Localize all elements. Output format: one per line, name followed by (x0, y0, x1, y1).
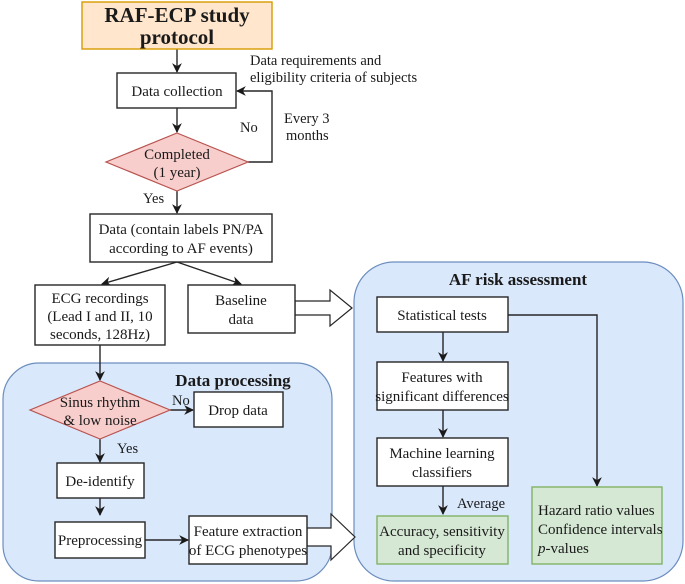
data-collection-label: Data collection (131, 84, 223, 100)
baseline-data-node: Baseline data (187, 284, 296, 334)
preprocessing-node: Preprocessing (54, 521, 146, 559)
significant-features-node: Features with significant differences (375, 361, 509, 411)
block-arrow-baseline-to-af-risk (294, 288, 353, 328)
labeled-data-line2: according to AF events) (109, 241, 253, 257)
block-arrow-features-to-af-risk (306, 512, 356, 562)
labeled-data-line1: Data (contain labels PN/PA (99, 222, 264, 238)
drop-data-label: Drop data (208, 403, 268, 419)
ml-classifiers-box (376, 437, 509, 487)
frequency-note-line2: months (286, 128, 329, 144)
significant-features-line2: significant differences (375, 389, 509, 405)
study-protocol-title-line2: protocol (140, 25, 214, 49)
statistical-tests-box (376, 296, 509, 333)
p-values-italic-p: p (537, 541, 546, 557)
ecg-recordings-line1: ECG recordings (51, 291, 148, 307)
statistics-output-box (531, 486, 663, 565)
performance-box (376, 515, 509, 565)
ml-classifiers-line2: classifiers (412, 465, 472, 481)
frequency-note-line1: Every 3 (284, 111, 330, 127)
edge-stats-to-hazard (508, 314, 602, 487)
edge-loop-no (236, 86, 273, 163)
label-yes-completed: Yes (143, 191, 164, 207)
study-protocol-box (81, 1, 273, 50)
statistical-tests-node: Statistical tests (376, 296, 509, 333)
statistical-tests-label: Statistical tests (397, 308, 487, 324)
data-collection-box (116, 72, 237, 109)
sinus-decision-node: Sinus rhythm & low noise (28, 380, 172, 440)
sinus-decision-line2: & low noise (63, 413, 137, 429)
performance-node: Accuracy, sensitivity and specificity (376, 515, 509, 565)
label-no-sinus: No (172, 393, 190, 409)
p-values-line: p-values (537, 541, 589, 557)
baseline-data-box (187, 284, 296, 334)
baseline-data-line2: data (229, 312, 254, 328)
baseline-data-line1: Baseline (215, 293, 267, 309)
feature-extraction-line2: of ECG phenotypes (189, 543, 307, 559)
performance-line2: and specificity (398, 543, 486, 559)
deidentify-label: De-identify (65, 474, 135, 490)
ecg-recordings-node: ECG recordings (Lead I and II, 10 second… (34, 284, 166, 346)
label-no-loop: No (240, 120, 258, 136)
significant-features-box (376, 361, 509, 411)
sinus-decision-line1: Sinus rhythm (60, 395, 141, 411)
ecg-recordings-line3: seconds, 128Hz) (50, 327, 150, 343)
ecg-recordings-line2: (Lead I and II, 10 (47, 309, 152, 325)
study-protocol-node: RAF-ECP study protocol (81, 1, 273, 50)
feature-extraction-box (188, 515, 308, 565)
ecg-recordings-box (34, 284, 166, 346)
feature-extraction-line1: Feature extraction (194, 524, 303, 540)
ml-classifiers-line1: Machine learning (389, 446, 495, 462)
edge-data-to-ecg (101, 261, 178, 287)
label-yes-sinus: Yes (117, 441, 138, 457)
af-risk-group-title: AF risk assessment (449, 270, 588, 289)
performance-line1: Accuracy, sensitivity (379, 524, 505, 540)
study-protocol-title-line1: RAF-ECP study (104, 3, 250, 27)
data-processing-group-title: Data processing (175, 371, 291, 390)
completed-decision-line1: Completed (144, 147, 210, 163)
deidentify-box (56, 462, 145, 499)
completed-decision-diamond (104, 132, 250, 192)
feature-extraction-node: Feature extraction of ECG phenotypes (188, 515, 308, 565)
completed-decision-node: Completed (1 year) (104, 132, 250, 192)
drop-data-node: Drop data (193, 391, 284, 428)
statistics-output-node: Hazard ratio values Confidence intervals… (531, 486, 663, 565)
drop-data-box (193, 391, 284, 428)
preprocessing-box (54, 521, 146, 559)
significant-features-line1: Features with (401, 370, 483, 386)
preprocessing-label: Preprocessing (58, 533, 143, 549)
label-average: Average (457, 496, 505, 512)
confidence-intervals-line: Confidence intervals (538, 522, 663, 538)
hazard-ratio-line: Hazard ratio values (538, 503, 655, 519)
edge-data-to-baseline (176, 261, 242, 286)
p-values-suffix: -values (546, 541, 589, 557)
deidentify-node: De-identify (56, 462, 145, 499)
labeled-data-box (89, 213, 273, 263)
data-collection-node: Data collection (116, 72, 237, 109)
labeled-data-node: Data (contain labels PN/PA according to … (89, 213, 273, 263)
requirements-note-line2: eligibility criteria of subjects (250, 70, 417, 86)
ml-classifiers-node: Machine learning classifiers (376, 437, 509, 487)
requirements-note-line1: Data requirements and (250, 53, 382, 69)
completed-decision-line2: (1 year) (153, 165, 200, 181)
sinus-decision-diamond (28, 380, 172, 440)
